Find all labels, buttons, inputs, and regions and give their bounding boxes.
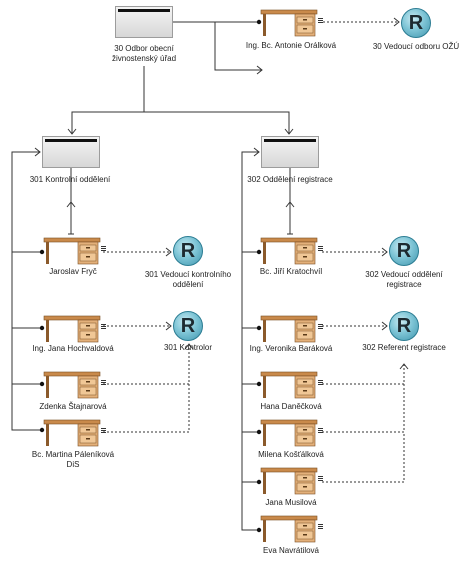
- dot-p_palenikova: [39, 427, 45, 433]
- person-label-p_kostalkova: Milena Košťálková: [258, 450, 324, 459]
- spine-302: [241, 151, 259, 531]
- link-musilova-r302r: [322, 432, 405, 483]
- person-label-p_navratilova: Eva Navrátilová: [262, 546, 320, 555]
- arrow-u302-up: [285, 201, 295, 208]
- arrow-r301k: [165, 321, 172, 331]
- person-label-p_stajnarova: Zdenka Štajnarová: [39, 402, 107, 411]
- desk-icon-p_navratilova[interactable]: [260, 515, 318, 543]
- desk-icon-p_barakova[interactable]: [260, 315, 318, 343]
- list-icon-p_kostalkova: [318, 428, 323, 433]
- list-icon-p_barakova: [318, 324, 323, 329]
- arrow-oralek-loop: [256, 65, 263, 75]
- role-icon-r301k[interactable]: R: [173, 311, 203, 341]
- arrow-r301v: [165, 247, 172, 257]
- list-icon-p_hochvaldova: [101, 324, 106, 329]
- role-icon-r30[interactable]: R: [401, 8, 431, 38]
- dot-p_navratilova: [256, 527, 262, 533]
- list-icon-p_palenikova: [101, 428, 106, 433]
- arrow-spine-302: [253, 147, 260, 157]
- dot-p_hochvaldova: [39, 325, 45, 331]
- unit-label-u301: 301 Kontrolní oddělení: [29, 175, 111, 184]
- arrow-u301: [67, 128, 77, 135]
- link-u30-u302: [144, 111, 290, 134]
- role-label-r302v: 302 Vedoucí oddělení registrace: [365, 270, 443, 289]
- list-icon-p_daneckova: [318, 380, 323, 385]
- person-label-p_fryc: Jaroslav Fryč: [49, 267, 97, 276]
- arrow-r302r-up: [399, 363, 409, 370]
- arrow-r302v: [381, 247, 388, 257]
- list-icon-p_stajnarova: [101, 380, 106, 385]
- unit-label-u30: 30 Odbor obecní živnostenský úřad: [111, 44, 177, 63]
- person-label-p_musilova: Jana Musilová: [265, 498, 317, 507]
- link-kostalkova-r302r: [322, 384, 405, 433]
- spine-301: [11, 151, 40, 431]
- role-label-r30: 30 Vedoucí odboru OŽÚ: [372, 42, 460, 51]
- desk-icon-p_daneckova[interactable]: [260, 371, 318, 399]
- list-icon-p_navratilova: [318, 524, 323, 529]
- desk-icon-p_kostalkova[interactable]: [260, 419, 318, 447]
- person-label-p_kratochvil: Bc. Jiří Kratochvíl: [259, 267, 323, 276]
- unit-box-u301[interactable]: [42, 136, 100, 168]
- dot-p_musilova: [256, 479, 262, 485]
- person-label-p_palenikova: Bc. Martina Páleníková DiS: [31, 450, 115, 469]
- list-icon-p_oralek: [318, 18, 323, 23]
- desk-icon-p_hochvaldova[interactable]: [43, 315, 101, 343]
- role-label-r301k: 301 Kontrolor: [163, 343, 213, 352]
- list-icon-p_kratochvil: [318, 246, 323, 251]
- person-label-p_daneckova: Hana Daněčková: [260, 402, 322, 411]
- role-icon-r302v[interactable]: R: [389, 236, 419, 266]
- person-label-p_oralek: Ing. Bc. Antonie Orálková: [245, 41, 337, 50]
- unit-box-u30[interactable]: [115, 6, 173, 38]
- role-icon-r301v[interactable]: R: [173, 236, 203, 266]
- arrow-spine-301: [34, 147, 41, 157]
- link-palenikova-r301k: [103, 384, 190, 433]
- dot-p_kratochvil: [256, 249, 262, 255]
- dot-oralek: [256, 19, 262, 25]
- dot-p_kostalkova: [256, 429, 262, 435]
- dot-p_stajnarova: [39, 381, 45, 387]
- desk-icon-p_palenikova[interactable]: [43, 419, 101, 447]
- unit-label-u302: 302 Oddělení registrace: [247, 175, 333, 184]
- dot-p_fryc: [39, 249, 45, 255]
- list-icon-p_musilova: [318, 476, 323, 481]
- role-label-r301v: 301 Vedoucí kontrolního oddělení: [144, 270, 232, 289]
- unit-box-u302[interactable]: [261, 136, 319, 168]
- arrow-r301k-up: [184, 343, 194, 350]
- dot-p_daneckova: [256, 381, 262, 387]
- role-label-r302r: 302 Referent registrace: [362, 343, 446, 352]
- dot-p_barakova: [256, 325, 262, 331]
- arrow-u302: [284, 128, 294, 135]
- desk-icon-p_oralek[interactable]: [260, 9, 318, 37]
- arrow-u301-up: [66, 201, 76, 208]
- desk-icon-p_fryc[interactable]: [43, 237, 101, 265]
- arrow-r30: [393, 17, 400, 27]
- role-icon-r302r[interactable]: R: [389, 311, 419, 341]
- person-label-p_hochvaldova: Ing. Jana Hochvaldová: [32, 344, 114, 353]
- desk-icon-p_stajnarova[interactable]: [43, 371, 101, 399]
- link-u30-u301: [71, 66, 145, 134]
- desk-icon-p_kratochvil[interactable]: [260, 237, 318, 265]
- link-daneckova-r302r: [322, 364, 405, 385]
- arrow-r302r: [381, 321, 388, 331]
- person-label-p_barakova: Ing. Veronika Baráková: [249, 344, 333, 353]
- list-icon-p_fryc: [101, 246, 106, 251]
- link-oralek-loop: [214, 22, 262, 71]
- desk-icon-p_musilova[interactable]: [260, 467, 318, 495]
